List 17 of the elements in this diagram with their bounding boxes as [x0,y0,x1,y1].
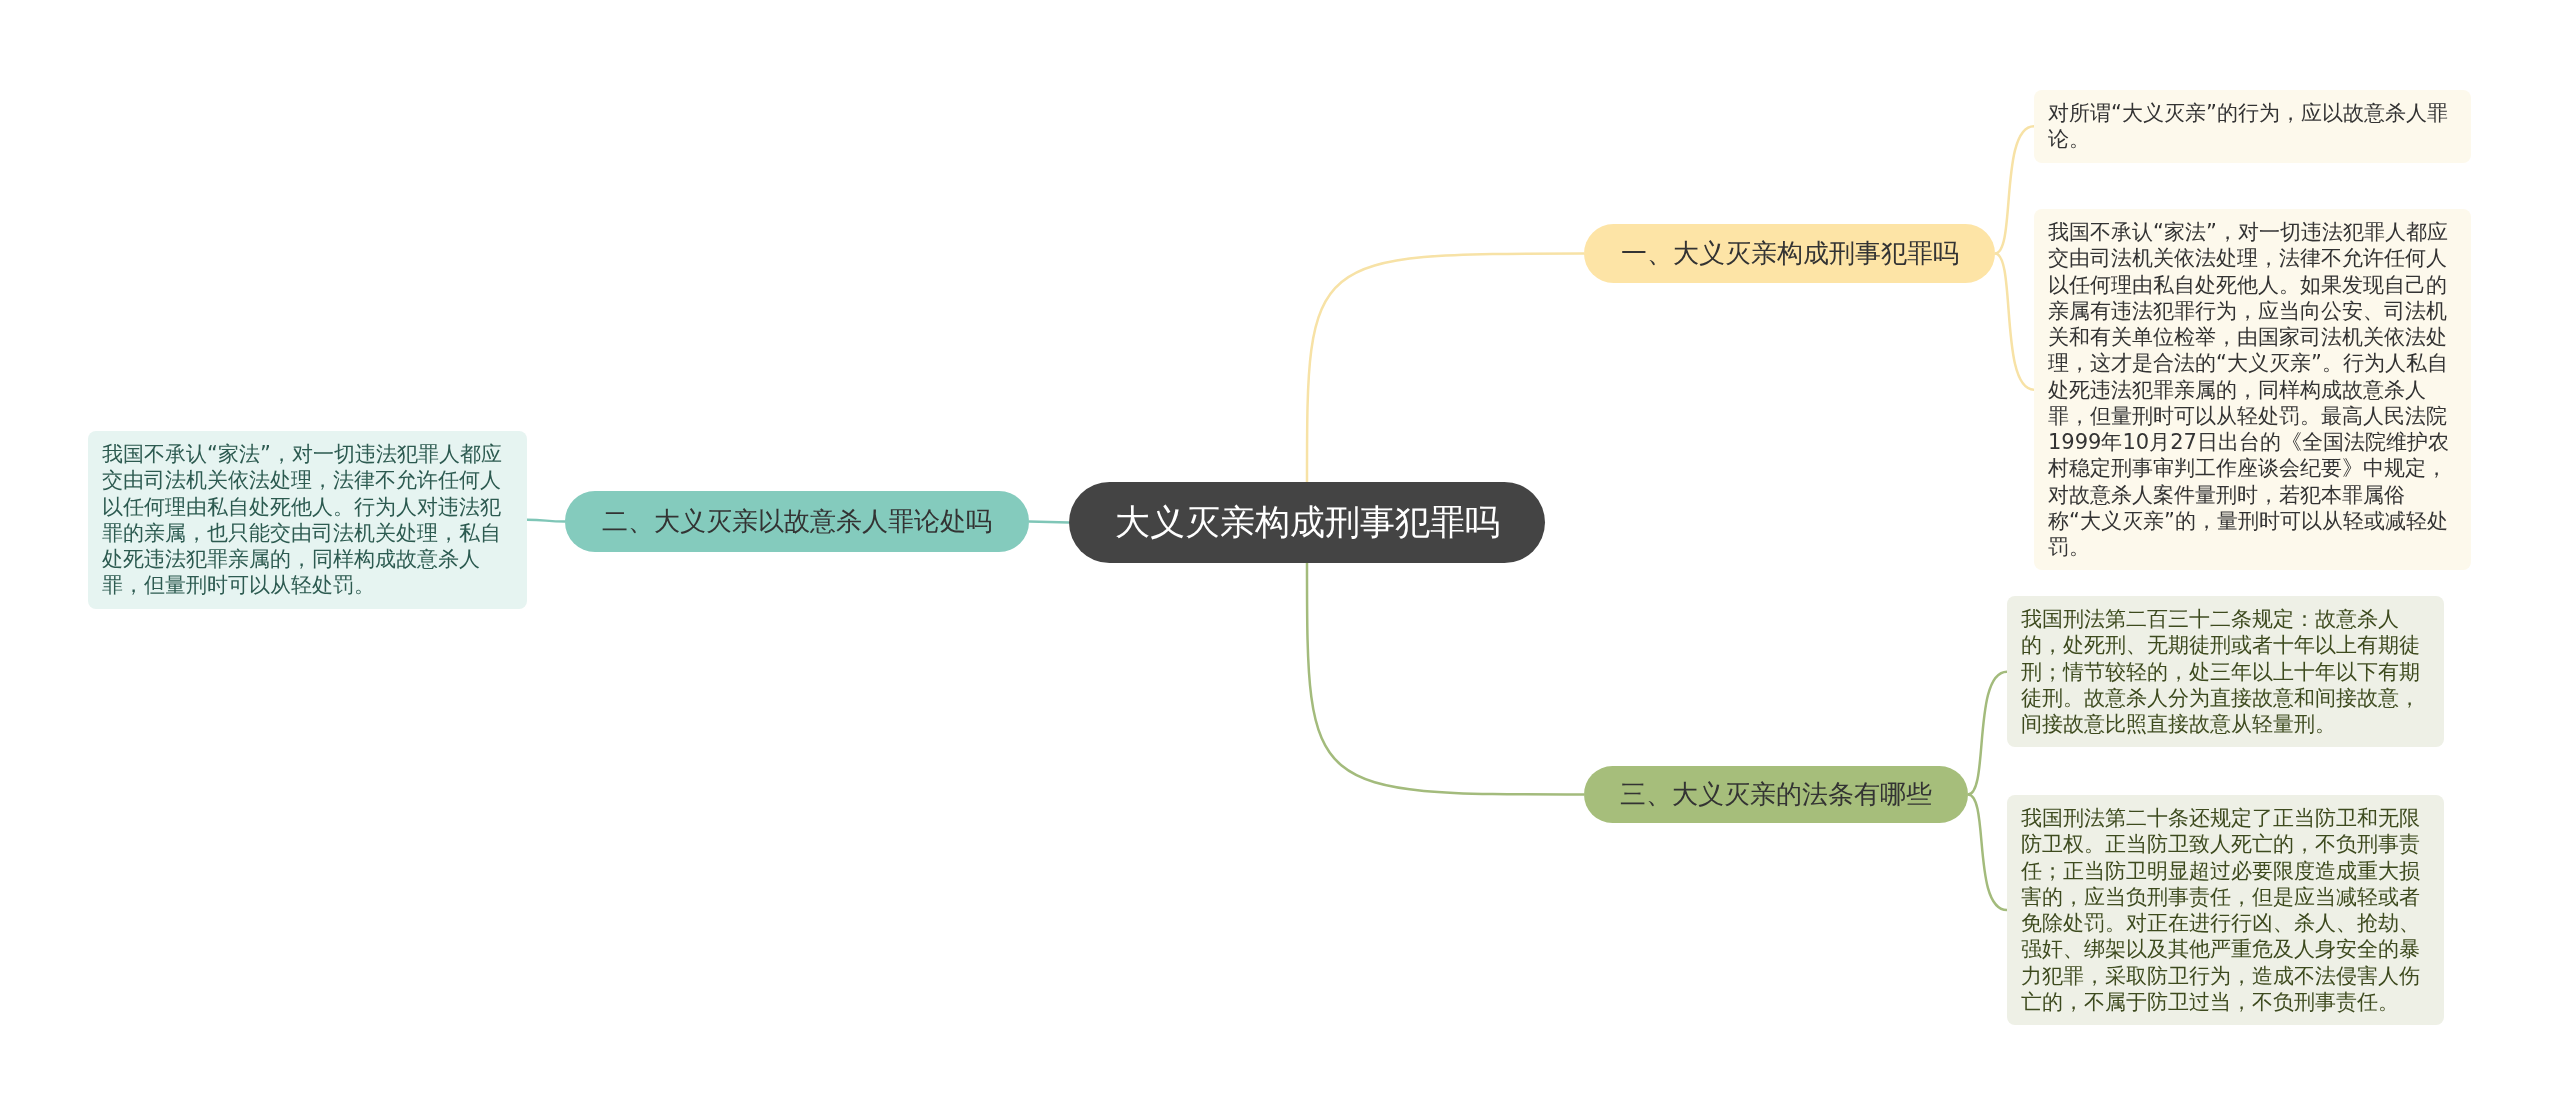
connector-line [1994,125,2035,255]
connector-line [527,518,565,523]
connector-line [1994,252,2035,391]
topic-box: 二、大义灭亲以故意杀人罪论处吗 [565,491,1029,552]
connector-line [1305,252,1584,482]
connector-line [1967,793,2008,912]
connector-line [1028,520,1070,524]
note-card: 我国刑法第二十条还规定了正当防卫和无限防卫权。正当防卫致人死亡的，不负刑事责任；正当防卫明显超过必要限度造成重大损害的，应当负刑事责任，但是应当减轻或者免除处罚。对正在进行行凶、杀人、抢劫、强奸、绑架以及其他严重危及人身安全的暴力犯罪，采取防卫行为，造成不法侵害人伤亡的，不属于防卫过当，不负刑事责任。 [2007,795,2444,1025]
note-card: 我国刑法第二百三十二条规定：故意杀人的，处死刑、无期徒刑或者十年以上有期徒刑；情节较轻的，处三年以上十年以下有期徒刑。故意杀人分为直接故意和间接故意，间接故意比照直接故意从轻量刑。 [2007,596,2444,748]
topic-box: 三、大义灭亲的法条有哪些 [1584,766,1968,823]
note-card: 对所谓“大义灭亲”的行为，应以故意杀人罪论。 [2034,90,2471,163]
connector-line [1967,670,2008,796]
connector-line [1305,563,1584,796]
topic-box: 一、大义灭亲构成刑事犯罪吗 [1584,224,1995,283]
note-card: 我国不承认“家法”，对一切违法犯罪人都应交由司法机关依法处理，法律不允许任何人以任何理由私自处死他人。如果发现自己的亲属有违法犯罪行为，应当向公安、司法机关和有关单位检举，由国家司法机关依法处理，这才是合法的“大义灭亲”。行为人私自处死违法犯罪亲属的，同样构成故意杀人罪，但量刑时可以从轻处罚。最高人民法院1999年10月27日出台的《全国法院维护农村稳定刑事审判工作座谈会纪要》中规定，对故意杀人案件量刑时，若犯本罪属俗称“大义灭亲”的，量刑时可以从轻或减轻处罚。 [2034,209,2471,571]
central-topic: 大义灭亲构成刑事犯罪吗 [1069,482,1545,563]
note-card: 我国不承认“家法”，对一切违法犯罪人都应交由司法机关依法处理，法律不允许任何人以任何理由私自处死他人。行为人对违法犯罪的亲属，也只能交由司法机关处理，私自处死违法犯罪亲属的，同样构成故意杀人罪，但量刑时可以从轻处罚。 [88,431,527,609]
